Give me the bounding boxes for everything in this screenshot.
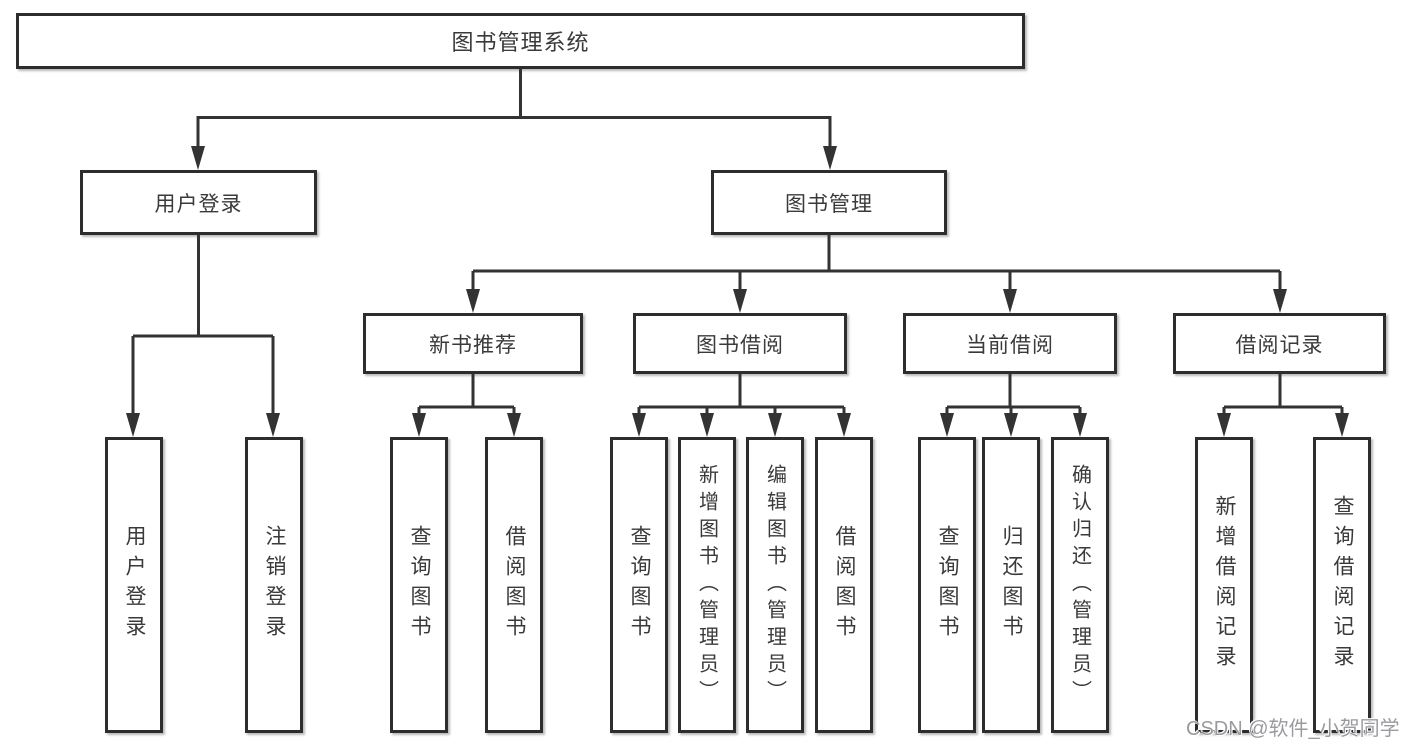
watermark: CSDN @软件_小贺同学 [1186,718,1400,740]
node-label: 新增图书（管理员） [695,463,718,707]
node-leaf-borrow-books-recommend: 借阅图书 [485,437,543,733]
node-label: 确认归还（管理员） [1068,463,1091,707]
node-new-book-recommend: 新书推荐 [363,313,583,374]
node-book-borrow: 图书借阅 [633,313,847,374]
node-book-management: 图书管理 [711,170,947,235]
node-label: 新书推荐 [429,333,517,357]
node-leaf-edit-books-admin: 编辑图书（管理员） [746,437,804,733]
node-leaf-logout: 注销登录 [245,437,303,733]
node-leaf-add-books-admin: 新增图书（管理员） [678,437,736,733]
node-leaf-user-login: 用户登录 [105,437,163,733]
node-label: 查询图书 [628,525,651,645]
node-label: 图书管理 [785,192,873,216]
node-label: 注销登录 [263,525,286,645]
node-leaf-query-borrow-record: 查询借阅记录 [1313,437,1371,733]
node-label: 借阅记录 [1235,333,1324,357]
node-label: 归还图书 [1000,525,1023,645]
node-label: 查询借阅记录 [1331,495,1354,675]
node-borrow-records: 借阅记录 [1173,313,1386,374]
node-user-login: 用户登录 [80,170,317,235]
node-label: 当前借阅 [966,333,1054,357]
node-leaf-query-books-recommend: 查询图书 [390,437,448,733]
node-label: 查询图书 [936,525,959,645]
arrowheads [126,146,1349,437]
node-label: 图书借阅 [696,333,784,357]
node-label: 新增借阅记录 [1213,495,1236,675]
node-current-borrow: 当前借阅 [903,313,1117,374]
node-leaf-query-books-current: 查询图书 [918,437,976,733]
node-leaf-add-borrow-record: 新增借阅记录 [1195,437,1253,733]
node-leaf-borrow-books: 借阅图书 [815,437,873,733]
node-label: 图书管理系统 [451,30,590,55]
node-leaf-confirm-return-admin: 确认归还（管理员） [1051,437,1109,733]
node-label: 编辑图书（管理员） [763,463,786,707]
node-label: 借阅图书 [833,525,856,645]
node-label: 查询图书 [408,525,431,645]
node-label: 借阅图书 [503,525,526,645]
node-label: 用户登录 [123,525,146,645]
node-root: 图书管理系统 [16,13,1025,69]
node-leaf-return-books: 归还图书 [982,437,1040,733]
node-label: 用户登录 [154,192,243,216]
node-leaf-query-books-borrow: 查询图书 [610,437,668,733]
